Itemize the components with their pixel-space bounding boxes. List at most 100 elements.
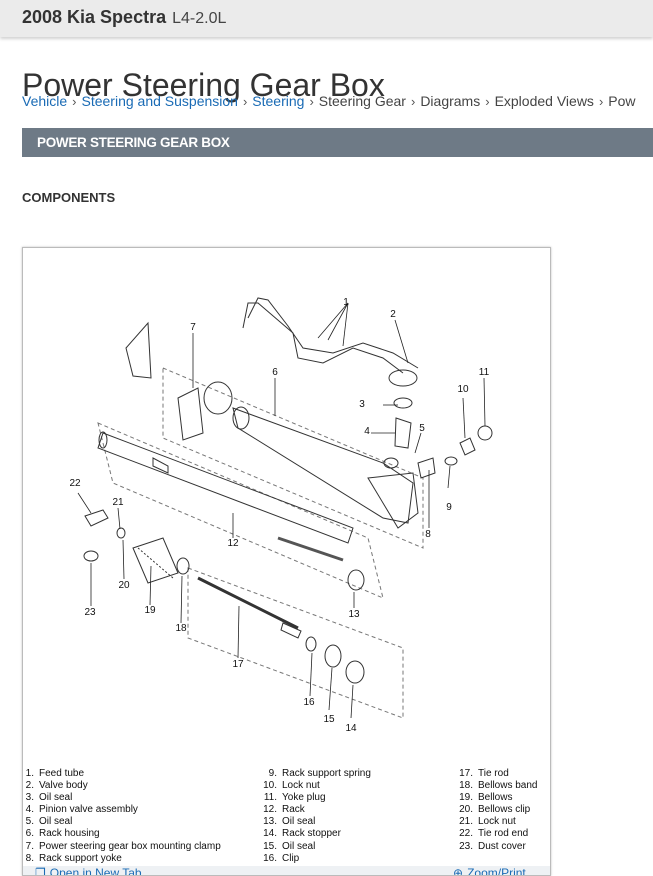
legend-item-number: 1.: [25, 768, 34, 779]
legend-item-label: Clip: [282, 852, 300, 864]
breadcrumb-item[interactable]: Exploded Views: [494, 93, 594, 109]
breadcrumb-separator-icon: ›: [72, 94, 77, 109]
legend-item: 1. Feed tube: [25, 768, 221, 780]
legend-item-label: Valve body: [39, 780, 88, 792]
legend-item-number: 8.: [25, 852, 34, 864]
callout-5: 5: [419, 423, 425, 434]
callout-12: 12: [227, 538, 239, 549]
legend-item-number: 13.: [263, 816, 277, 828]
callout-11: 11: [479, 367, 490, 378]
callout-9: 9: [446, 502, 452, 513]
breadcrumb-separator-icon: ›: [410, 94, 416, 109]
legend-item-label: Pinion valve assembly: [39, 804, 138, 816]
legend-item-label: Power steering gear box mounting clamp: [39, 840, 221, 852]
legend-item-number: 11.: [263, 792, 277, 804]
legend-item: 7.Power steering gear box mounting clamp: [25, 841, 221, 853]
callout-16: 16: [303, 697, 315, 708]
breadcrumb: Vehicle › Steering and Suspension › Steering…: [22, 93, 636, 109]
breadcrumb-item[interactable]: Vehicle: [22, 93, 68, 109]
legend-item-label: Dust cover: [478, 840, 526, 852]
open-new-tab-button[interactable]: ❐Open in New Tab: [35, 866, 142, 876]
legend-item-number: 18.: [459, 780, 473, 792]
legend-item-number: 2.: [25, 780, 34, 792]
top-bar: 2008 Kia Spectra L4-2.0L: [0, 0, 653, 37]
legend-item: 6.Rack housing: [25, 828, 221, 840]
legend-item-label: Oil seal: [282, 840, 316, 852]
legend-item-number: 12.: [263, 804, 277, 816]
legend-item-label: Tie rod: [478, 768, 509, 779]
legend-column-3: 17. Tie rod 18. Bellows band 19. Bellows 20. Be…: [457, 768, 537, 853]
zoom-print-button[interactable]: ⊕Zoom/Print: [453, 866, 526, 876]
legend-item-label: Oil seal: [282, 816, 316, 828]
legend-item-label: Feed tube: [39, 768, 85, 779]
legend-item: 3. Oil seal: [25, 792, 221, 804]
callout-3: 3: [359, 399, 365, 410]
legend-item-label: Oil seal: [39, 792, 73, 804]
callout-4: 4: [364, 426, 370, 437]
diagram-drawing: 1 2 3 4 5 6 7 8 9 10 11 12 13 14 15 16 1…: [69, 297, 493, 734]
legend-item: 14.Rack stopper: [261, 828, 371, 840]
diagram-toolbar: ❐Open in New Tab ⊕Zoom/Print: [23, 866, 550, 876]
components-heading: COMPONENTS: [22, 190, 116, 205]
legend-item-number: 20.: [459, 804, 473, 816]
legend-item-label: Rack support yoke: [39, 852, 122, 864]
legend-item-number: 3.: [25, 792, 34, 804]
callout-8: 8: [425, 529, 431, 540]
legend-item-label: Lock nut: [478, 816, 516, 828]
open-new-tab-label: Open in New Tab: [49, 866, 142, 876]
legend-item-label: Yoke plug: [282, 792, 326, 804]
legend-item: 13. Oil seal: [261, 816, 371, 828]
legend-item-label: Bellows clip: [478, 804, 531, 816]
legend-item: 8. Rack support yoke: [25, 853, 221, 865]
callout-7: 7: [190, 322, 196, 333]
callout-19: 19: [144, 605, 156, 616]
breadcrumb-separator-icon: ›: [242, 94, 248, 109]
legend-item: 4. Pinion valve assembly: [25, 804, 221, 816]
legend-item: 19. Bellows: [457, 792, 537, 804]
legend-item-label: Tie rod end: [478, 828, 529, 840]
zoom-print-label: Zoom/Print: [467, 866, 526, 876]
legend-item-number: 10.: [263, 780, 277, 792]
breadcrumb-item[interactable]: Steering: [252, 93, 305, 109]
legend-item: 15. Oil seal: [261, 841, 371, 853]
breadcrumb-item[interactable]: Steering Gear: [318, 93, 406, 109]
callout-6: 6: [272, 367, 278, 378]
callout-22: 22: [69, 478, 81, 489]
engine-label: L4-2.0L: [172, 10, 227, 27]
callout-10: 10: [457, 384, 469, 395]
legend-item-number: 23.: [459, 840, 473, 852]
legend-item: 5. Oil seal: [25, 816, 221, 828]
legend-item-number: 21.: [459, 816, 473, 828]
legend-item-number: 5.: [25, 816, 34, 828]
legend-item: 12.Rack: [261, 804, 371, 816]
legend-item-number: 6.: [25, 828, 34, 840]
legend-item-number: 4.: [25, 804, 34, 816]
callout-1: 1: [343, 297, 349, 308]
vehicle-title[interactable]: 2008 Kia Spectra L4-2.0L: [22, 7, 226, 28]
legend-item-label: Oil seal: [39, 816, 73, 828]
legend-item: 16.Clip: [261, 853, 371, 865]
breadcrumb-item[interactable]: Steering and Suspension: [81, 93, 238, 109]
breadcrumb-item[interactable]: Diagrams: [420, 93, 481, 109]
legend-item-label: Bellows: [478, 792, 513, 804]
legend-column-1: 1. Feed tube 2. Valve body 3. Oil seal 4. Pinio…: [25, 768, 221, 865]
legend-item-number: 17.: [459, 768, 473, 779]
legend-item: 22.Tie rod end: [457, 828, 537, 840]
breadcrumb-item[interactable]: Pow: [608, 93, 636, 109]
exploded-diagram[interactable]: 1 2 3 4 5 6 7 8 9 10 11 12 13 14 15 16 1…: [22, 247, 551, 876]
page-title: Power Steering Gear Box: [22, 67, 385, 104]
callout-20: 20: [118, 580, 130, 591]
vehicle-name: 2008 Kia Spectra: [22, 7, 167, 27]
callout-23: 23: [84, 607, 96, 618]
legend-item: 20. Bellows clip: [457, 804, 537, 816]
zoom-icon: ⊕: [453, 866, 464, 876]
callout-21: 21: [112, 497, 124, 508]
legend-item-number: 14.: [263, 828, 277, 840]
legend-item-number: 19.: [459, 792, 473, 804]
legend-item: 11. Yoke plug: [261, 792, 371, 804]
breadcrumb-separator-icon: ›: [309, 94, 314, 109]
legend-item-label: Lock nut: [282, 780, 320, 792]
legend-item-number: 15.: [263, 840, 277, 852]
legend-item-label: Bellows band: [478, 780, 538, 792]
